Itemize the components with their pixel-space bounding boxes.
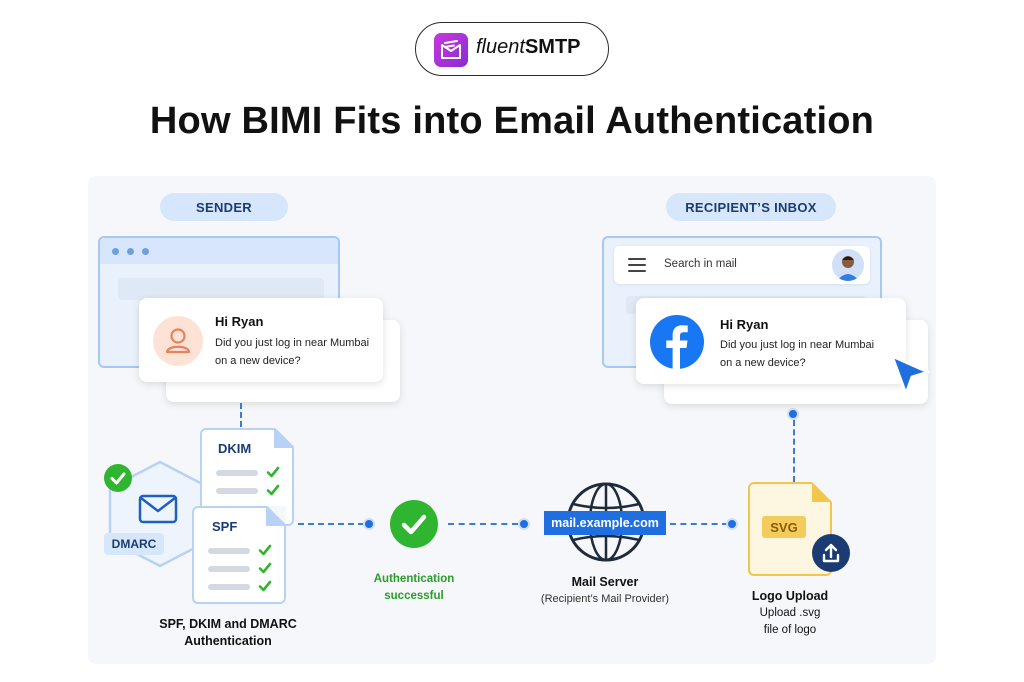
doc-fold-icon <box>274 428 294 448</box>
window-placeholder-bar <box>118 278 324 300</box>
profile-photo-icon <box>837 256 859 281</box>
doc-line <box>208 548 250 554</box>
svg-file-label: SVG <box>762 516 806 538</box>
doc-line <box>216 488 258 494</box>
connector-dot <box>363 518 375 530</box>
cursor-arrow-icon <box>890 354 930 396</box>
sender-window-titlebar <box>100 238 338 264</box>
mail-server-title: Mail Server <box>571 575 639 589</box>
doc-line <box>216 470 258 476</box>
sender-email-card: Hi Ryan Did you just log in near Mumbai … <box>139 298 383 382</box>
brand-name-bold: SMTP <box>524 36 581 58</box>
recipient-card-message-2: on a new device? <box>720 357 806 369</box>
recipient-card-name: Hi Ryan <box>720 317 769 332</box>
success-line1: Authentication <box>373 573 455 585</box>
user-avatar-icon <box>153 316 203 366</box>
check-icon <box>258 580 272 592</box>
logo-upload-line1: Upload .svg <box>759 607 821 619</box>
doc-line <box>208 584 250 590</box>
connector-line <box>670 523 728 525</box>
recipient-card-message-1: Did you just log in near Mumbai <box>720 339 875 351</box>
brand-name-light: fluent <box>476 36 525 58</box>
search-bar[interactable]: Search in mail <box>614 246 870 284</box>
search-input[interactable]: Search in mail <box>664 258 737 270</box>
auth-caption-line2: Authentication <box>184 634 272 648</box>
envelope-icon <box>138 494 178 524</box>
page-title: How BIMI Fits into Email Authentication <box>149 100 875 142</box>
connector-line <box>298 523 364 525</box>
dmarc-check-icon <box>104 464 132 492</box>
check-icon <box>258 544 272 556</box>
check-icon <box>258 562 272 574</box>
sender-card-message-1: Did you just log in near Mumbai <box>215 337 370 349</box>
doc-line <box>208 566 250 572</box>
brand-name: fluentSMTP <box>476 36 581 59</box>
window-dot <box>112 248 119 255</box>
connector-line <box>793 420 795 482</box>
recipient-pill: RECIPIENT’S INBOX <box>666 193 836 221</box>
logo-upload-title: Logo Upload <box>751 589 829 603</box>
auth-caption: SPF, DKIM and DMARC Authentication <box>128 616 328 650</box>
sender-pill: SENDER <box>160 193 288 221</box>
avatar[interactable] <box>832 249 864 281</box>
spf-document: SPF <box>192 506 286 604</box>
connector-line <box>448 523 518 525</box>
connector-line <box>240 403 242 427</box>
logo-upload-line2: file of logo <box>763 624 817 636</box>
sender-card-message-2: on a new device? <box>215 355 301 367</box>
facebook-logo-icon <box>650 315 704 369</box>
spf-label: SPF <box>212 519 238 534</box>
success-line2: successful <box>384 590 444 602</box>
doc-fold-icon <box>266 506 286 526</box>
upload-icon[interactable] <box>812 534 850 572</box>
connector-dot <box>787 408 799 420</box>
brand-badge: fluentSMTP <box>415 22 609 76</box>
menu-icon[interactable] <box>628 257 646 273</box>
success-check-icon <box>390 500 438 548</box>
window-dot <box>142 248 149 255</box>
logo-upload-caption: Logo Upload Upload .svg file of logo <box>728 588 852 639</box>
recipient-email-card[interactable]: Hi Ryan Did you just log in near Mumbai … <box>636 298 906 384</box>
dkim-label: DKIM <box>218 441 252 456</box>
mail-domain-label: mail.example.com <box>544 511 666 535</box>
dmarc-label: DMARC <box>104 533 164 555</box>
fluentsmtp-logo-icon <box>434 33 468 67</box>
auth-caption-line1: SPF, DKIM and DMARC <box>159 617 297 631</box>
check-icon <box>266 466 280 478</box>
sender-card-name: Hi Ryan <box>215 314 264 329</box>
check-icon <box>266 484 280 496</box>
mail-server-caption: Mail Server (Recipient’s Mail Provider) <box>524 574 686 608</box>
connector-dot <box>518 518 530 530</box>
window-dot <box>127 248 134 255</box>
connector-dot <box>726 518 738 530</box>
success-caption: Authentication successful <box>354 571 474 605</box>
doc-fold-icon <box>812 482 832 502</box>
mail-server-subtitle: (Recipient’s Mail Provider) <box>540 593 670 605</box>
